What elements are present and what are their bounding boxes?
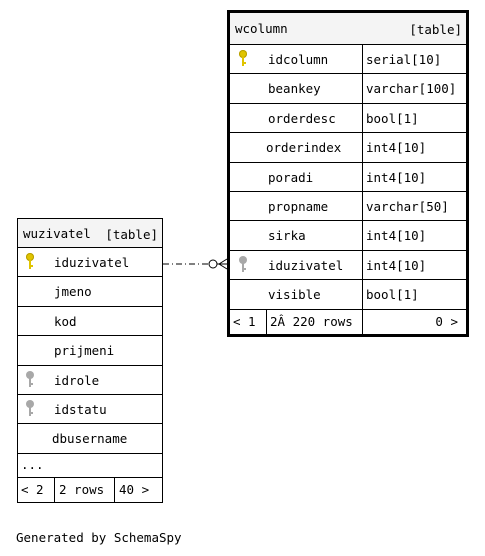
column-row-dbusername[interactable]: dbusername xyxy=(18,424,162,454)
column-row-jmeno[interactable]: jmeno xyxy=(18,277,162,307)
column-name: beankey xyxy=(268,81,321,97)
primary-key-icon xyxy=(239,50,247,68)
column-type: bool[1] xyxy=(366,287,419,303)
column-name: idstatu xyxy=(54,401,107,417)
column-row-iduzivatel[interactable]: iduzivatel xyxy=(18,248,162,278)
table-name: wcolumn xyxy=(235,21,288,36)
foreign-key-icon xyxy=(26,370,34,389)
row-count: 2 rows xyxy=(59,481,105,497)
table-footer: < 2 2 rows 40 > xyxy=(18,477,162,502)
column-row-beankey[interactable]: beankey varchar[100] xyxy=(230,74,466,104)
column-name: orderindex xyxy=(266,140,342,156)
column-row-propname[interactable]: propname varchar[50] xyxy=(230,191,466,222)
table-tag: [table] xyxy=(105,227,158,242)
table-header[interactable]: wuzivatel [table] xyxy=(18,219,162,248)
column-name: kod xyxy=(54,313,77,329)
generated-by-label: Generated by SchemaSpy xyxy=(16,530,182,545)
column-row-orderdesc[interactable]: orderdesc bool[1] xyxy=(230,103,466,134)
column-row-idcolumn[interactable]: idcolumn serial[10] xyxy=(230,45,466,75)
parents-count[interactable]: < 2 xyxy=(21,481,44,497)
crows-foot-upper xyxy=(218,258,228,265)
column-row-orderindex[interactable]: orderindex int4[10] xyxy=(230,133,466,163)
foreign-key-icon xyxy=(239,255,247,274)
table-footer: < 1 2Â 220 rows 0 > xyxy=(230,309,466,334)
column-name: idcolumn xyxy=(268,52,329,67)
parents-count[interactable]: < 1 xyxy=(233,313,256,329)
column-type: varchar[50] xyxy=(366,198,449,214)
column-name: idrole xyxy=(54,372,100,388)
table-wuzivatel[interactable]: wuzivatel [table] iduzivatel jmeno kod p… xyxy=(17,218,163,503)
column-name: sirka xyxy=(268,228,306,244)
column-row-sirka[interactable]: sirka int4[10] xyxy=(230,221,466,251)
column-type: serial[10] xyxy=(366,52,442,67)
column-name: jmeno xyxy=(54,284,92,300)
column-name: propname xyxy=(268,198,329,214)
column-row-prijmeni[interactable]: prijmeni xyxy=(18,336,162,366)
foreign-key-icon xyxy=(26,399,34,418)
column-name: iduzivatel xyxy=(268,257,344,273)
column-type: int4[10] xyxy=(366,169,427,185)
zero-optionality-circle xyxy=(208,259,218,269)
column-type: int4[10] xyxy=(366,228,427,244)
column-name: dbusername xyxy=(52,431,128,447)
column-row-idrole[interactable]: idrole xyxy=(18,366,162,395)
column-name: visible xyxy=(268,287,321,303)
children-count[interactable]: 40 > xyxy=(119,481,150,497)
column-row-visible[interactable]: visible bool[1] xyxy=(230,280,466,310)
row-count: 2Â 220 rows xyxy=(270,313,353,329)
column-name: orderdesc xyxy=(268,110,336,126)
table-header[interactable]: wcolumn [table] xyxy=(230,13,466,45)
table-tag: [table] xyxy=(409,22,462,37)
more-columns-ellipsis: ... xyxy=(18,454,162,478)
column-type: int4[10] xyxy=(366,140,427,156)
column-type: varchar[100] xyxy=(366,81,457,97)
children-count[interactable]: 0 > xyxy=(435,313,458,329)
table-name: wuzivatel xyxy=(23,226,91,241)
column-name: prijmeni xyxy=(54,343,115,359)
column-name: iduzivatel xyxy=(54,255,130,270)
table-wcolumn[interactable]: wcolumn [table] idcolumn serial[10] bean… xyxy=(227,10,469,337)
column-row-idstatu[interactable]: idstatu xyxy=(18,395,162,425)
column-type: int4[10] xyxy=(366,257,427,273)
column-name: poradi xyxy=(268,169,314,185)
primary-key-icon xyxy=(26,253,34,271)
column-row-iduzivatel[interactable]: iduzivatel int4[10] xyxy=(230,250,466,281)
column-type: bool[1] xyxy=(366,110,419,126)
column-row-poradi[interactable]: poradi int4[10] xyxy=(230,162,466,192)
column-row-kod[interactable]: kod xyxy=(18,307,162,337)
crows-foot-lower xyxy=(218,263,228,270)
